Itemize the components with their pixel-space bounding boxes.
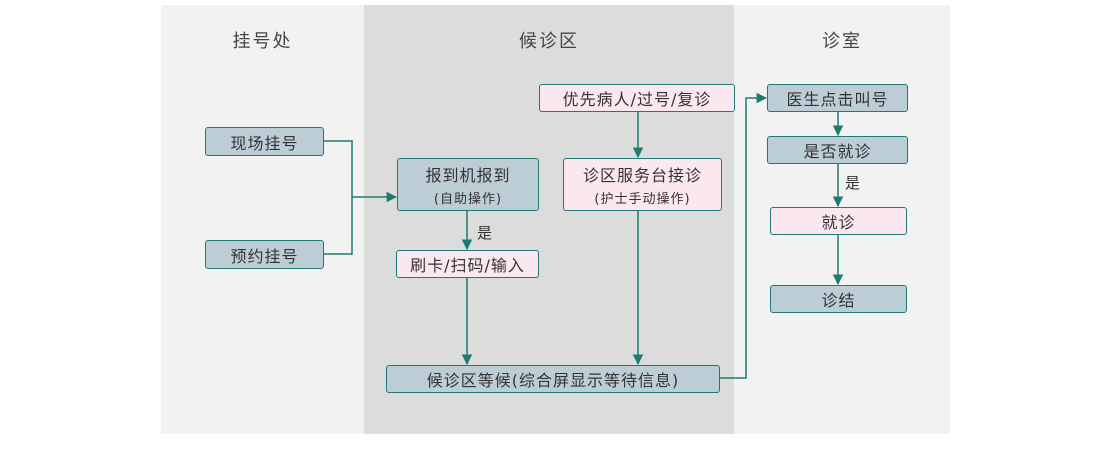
node-desk-label: 诊区服务台接诊 — [582, 166, 702, 185]
node-priority-label: 优先病人/过号/复诊 — [562, 90, 712, 109]
lane-title-waiting: 候诊区 — [519, 31, 579, 52]
edge-label-yes-right: 是 — [845, 174, 861, 192]
edge-wait-call — [720, 92, 768, 379]
node-call-label: 医生点击叫号 — [786, 90, 889, 109]
node-finish-label: 诊结 — [821, 291, 856, 310]
node-service-desk: 诊区服务台接诊 (护士手动操作) — [563, 158, 722, 211]
node-waiting-label: 候诊区等候(综合屏显示等待信息) — [426, 371, 680, 390]
node-visit: 就诊 — [770, 207, 907, 235]
node-onsite-label: 现场挂号 — [230, 133, 299, 153]
node-kiosk-note: (自助操作) — [433, 192, 503, 207]
lane-registration: 挂号处 — [161, 5, 364, 434]
node-appointment-registration: 预约挂号 — [205, 240, 324, 269]
node-kiosk-label: 报到机报到 — [425, 166, 511, 185]
node-desk-note: (护士手动操作) — [594, 192, 691, 207]
node-swipe-label: 刷卡/扫码/输入 — [410, 256, 525, 275]
node-kiosk-checkin: 报到机报到 (自助操作) — [397, 158, 539, 211]
node-priority: 优先病人/过号/复诊 — [539, 84, 735, 112]
node-visit-label: 就诊 — [821, 213, 856, 232]
node-swipe: 刷卡/扫码/输入 — [396, 250, 539, 278]
node-waiting: 候诊区等候(综合屏显示等待信息) — [386, 365, 720, 393]
node-finish: 诊结 — [770, 285, 907, 313]
node-appointment-label: 预约挂号 — [230, 246, 299, 266]
lane-title-clinic: 诊室 — [822, 31, 862, 52]
lane-waiting: 候诊区 — [364, 5, 734, 434]
node-onsite-registration: 现场挂号 — [205, 127, 324, 156]
edge-onsite-merge — [324, 140, 353, 255]
node-present-label: 是否就诊 — [803, 142, 872, 161]
node-doctor-call: 医生点击叫号 — [767, 84, 908, 112]
node-present-check: 是否就诊 — [767, 136, 908, 164]
lane-title-registration: 挂号处 — [232, 31, 293, 52]
edge-label-yes-left: 是 — [477, 224, 493, 242]
